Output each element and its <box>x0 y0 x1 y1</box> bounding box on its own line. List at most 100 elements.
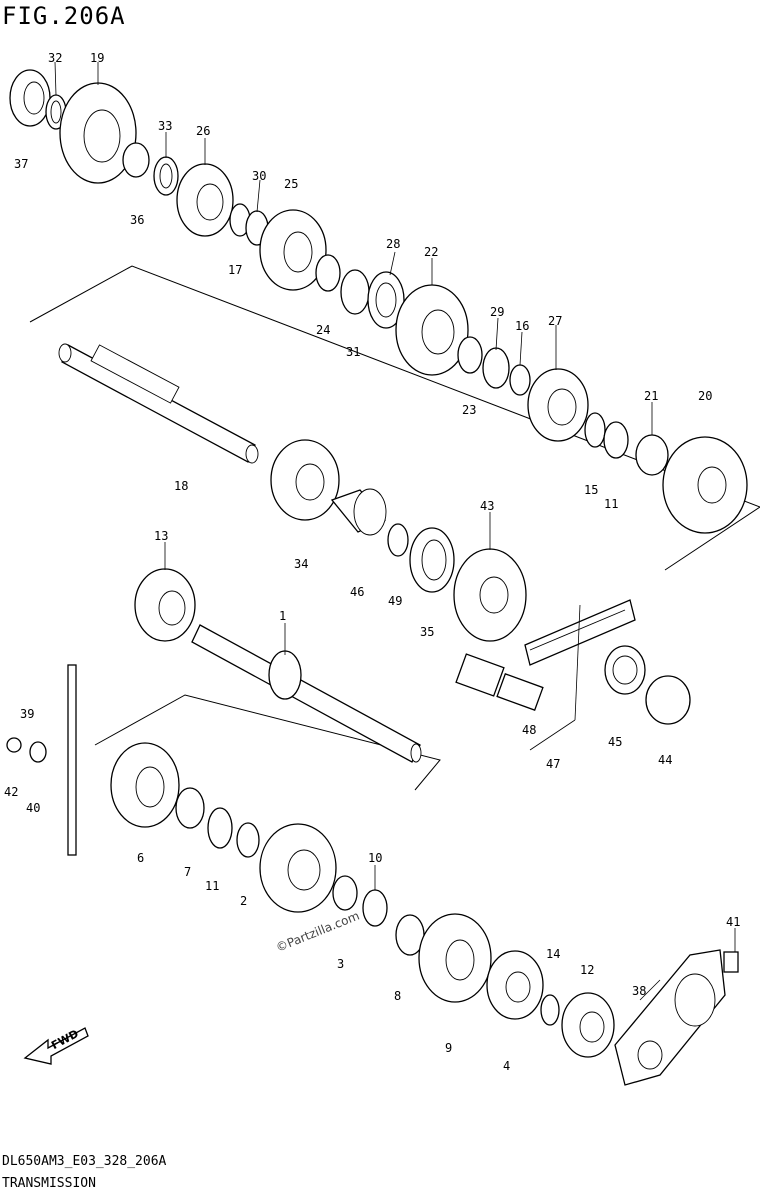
circlip-2[interactable] <box>236 822 260 858</box>
callout-10: 10 <box>368 851 382 865</box>
callout-40: 40 <box>26 801 40 815</box>
upper-shaft-frame <box>29 265 760 571</box>
pin-rod[interactable] <box>67 664 77 856</box>
callout-33: 33 <box>158 119 172 133</box>
callout-11-lower: 11 <box>205 879 219 893</box>
oil-seal-35[interactable] <box>409 527 455 593</box>
callout-37: 37 <box>14 157 28 171</box>
countershaft-18[interactable] <box>58 343 259 464</box>
callout-15: 15 <box>584 483 598 497</box>
washer-29[interactable] <box>482 347 510 389</box>
bearing-37[interactable] <box>9 69 51 127</box>
bolt-41[interactable] <box>723 951 739 973</box>
callout-47: 47 <box>546 757 560 771</box>
circlip-10[interactable] <box>332 875 358 911</box>
bolt-42[interactable] <box>6 737 22 753</box>
callout-42: 42 <box>4 785 18 799</box>
callout-32: 32 <box>48 51 62 65</box>
callout-48: 48 <box>522 723 536 737</box>
washer-40[interactable] <box>29 741 47 763</box>
drive-shaft-1[interactable] <box>191 624 422 763</box>
washer-10[interactable] <box>362 889 388 927</box>
callout-44: 44 <box>658 753 672 767</box>
callout-27: 27 <box>548 314 562 328</box>
callout-49: 49 <box>388 594 402 608</box>
callout-3: 3 <box>337 957 344 971</box>
callout-14: 14 <box>546 947 560 961</box>
gear-22[interactable] <box>395 284 469 376</box>
washer-28[interactable] <box>367 271 405 329</box>
chain-47[interactable] <box>524 599 636 666</box>
gear-20[interactable] <box>662 436 748 534</box>
callout-28: 28 <box>386 237 400 251</box>
sprocket-43[interactable] <box>453 548 527 642</box>
callout-35: 35 <box>420 625 434 639</box>
callout-12: 12 <box>580 963 594 977</box>
callout-22: 22 <box>424 245 438 259</box>
joint-kit-48[interactable] <box>455 653 544 711</box>
needle-bearing-36[interactable] <box>122 142 150 178</box>
callout-4: 4 <box>503 1059 510 1073</box>
callout-13: 13 <box>154 529 168 543</box>
washer-11[interactable] <box>603 421 629 459</box>
figure-title: FIG.206A <box>2 2 126 30</box>
callout-7: 7 <box>184 865 191 879</box>
callout-18: 18 <box>174 479 188 493</box>
callout-34: 34 <box>294 557 308 571</box>
callout-17: 17 <box>228 263 242 277</box>
gear-4[interactable] <box>486 950 544 1020</box>
spacer-46[interactable] <box>330 488 387 536</box>
needle-bearing-21[interactable] <box>635 434 669 476</box>
callout-9: 9 <box>445 1041 452 1055</box>
callout-25: 25 <box>284 177 298 191</box>
plate-45[interactable] <box>604 645 646 695</box>
callout-39: 39 <box>20 707 34 721</box>
gear-25[interactable] <box>259 209 327 291</box>
circlip-14[interactable] <box>540 994 560 1026</box>
callout-46: 46 <box>350 585 364 599</box>
callout-21: 21 <box>644 389 658 403</box>
bearing-34[interactable] <box>270 439 340 521</box>
bearing-13[interactable] <box>134 568 196 642</box>
callout-2: 2 <box>240 894 247 908</box>
callout-20: 20 <box>698 389 712 403</box>
callout-38: 38 <box>632 984 646 998</box>
bearing-12[interactable] <box>561 992 615 1058</box>
o-ring-49[interactable] <box>387 523 409 557</box>
callout-41: 41 <box>726 915 740 929</box>
callout-1: 1 <box>279 609 286 623</box>
leader-lines <box>54 61 736 1001</box>
bushing-7[interactable] <box>175 787 205 829</box>
callout-36: 36 <box>130 213 144 227</box>
lower-shaft-frame <box>94 694 441 791</box>
figure-caption: TRANSMISSION <box>2 1176 96 1191</box>
bushing-23[interactable] <box>457 336 483 374</box>
callout-29: 29 <box>490 305 504 319</box>
drawing-code: DL650AM3_E03_328_206A <box>2 1154 167 1169</box>
gear-26[interactable] <box>176 163 234 237</box>
callout-6: 6 <box>137 851 144 865</box>
circlip-15[interactable] <box>584 412 606 448</box>
callout-11: 11 <box>604 497 618 511</box>
callout-26: 26 <box>196 124 210 138</box>
lock-washer-31[interactable] <box>340 269 370 315</box>
watermark: ©Partzilla.com <box>274 909 362 955</box>
bushing-24[interactable] <box>315 254 341 292</box>
callout-31: 31 <box>346 345 360 359</box>
cap-44[interactable] <box>645 675 691 725</box>
circlip-16[interactable] <box>509 364 531 396</box>
gear-9[interactable] <box>418 913 492 1003</box>
callout-43: 43 <box>480 499 494 513</box>
washer-33[interactable] <box>153 156 179 196</box>
callout-19: 19 <box>90 51 104 65</box>
bearing-retainer-38[interactable] <box>614 949 726 1086</box>
callout-30: 30 <box>252 169 266 183</box>
callout-24: 24 <box>316 323 330 337</box>
washer-11b[interactable] <box>207 807 233 849</box>
gear-3[interactable] <box>259 823 337 913</box>
gear-6[interactable] <box>110 742 180 828</box>
fwd-arrow-icon: FWD <box>23 1027 89 1065</box>
callout-45: 45 <box>608 735 622 749</box>
gear-27[interactable] <box>527 368 589 442</box>
